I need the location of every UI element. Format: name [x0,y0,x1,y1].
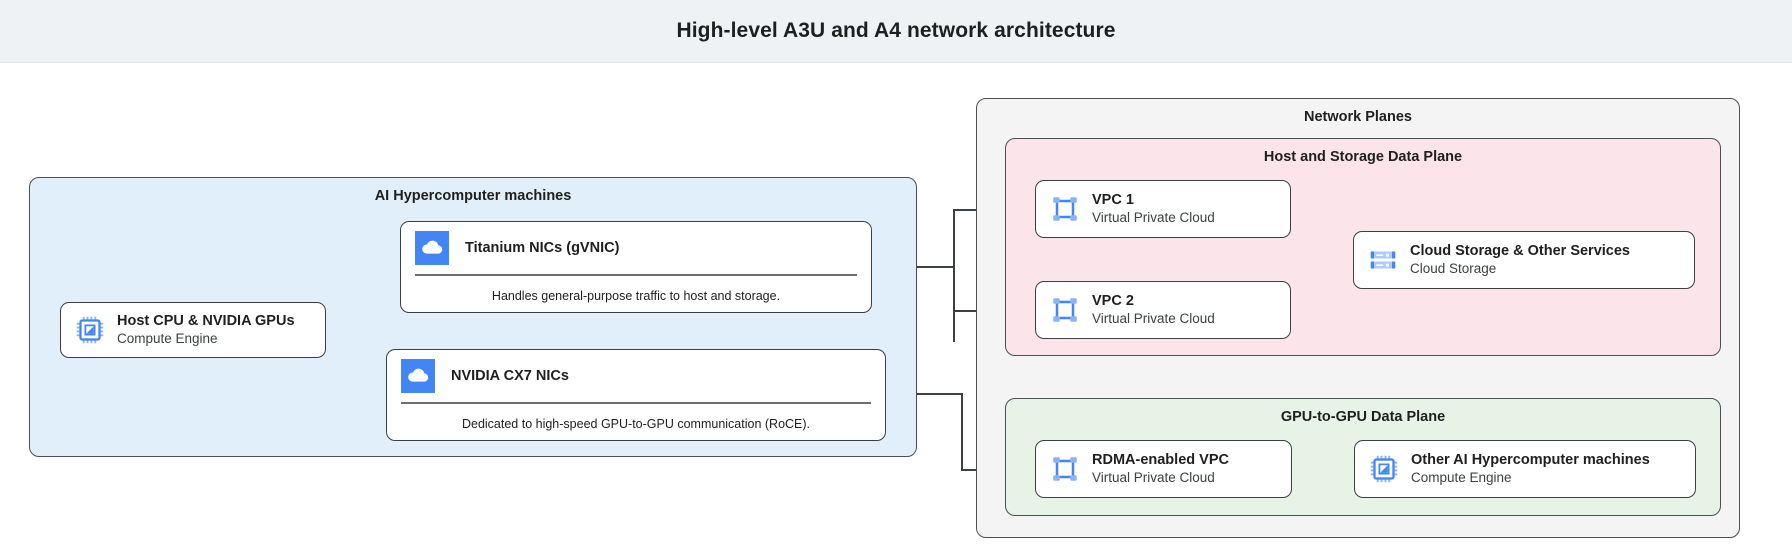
node-cloud-storage[interactable]: Cloud Storage & Other Services Cloud Sto… [1353,231,1695,289]
card-divider [415,274,857,276]
card-divider [401,402,871,404]
node-subtitle: Compute Engine [117,331,218,347]
node-nvidia-cx7-nics[interactable]: NVIDIA CX7 NICs Dedicated to high-speed … [386,349,886,441]
group-title-host-storage-data-plane: Host and Storage Data Plane [1263,149,1463,165]
node-other-ai-hypercomputer-machines[interactable]: Other AI Hypercomputer machines Compute … [1354,440,1696,498]
vpc-icon [1050,454,1080,484]
cloud-icon [415,231,449,265]
node-title: VPC 1 [1092,192,1134,209]
node-title: Titanium NICs (gVNIC) [465,240,620,256]
connector-titanium-split [953,209,955,342]
vpc-icon [1050,194,1080,224]
node-vpc-2[interactable]: VPC 2 Virtual Private Cloud [1035,281,1291,339]
page-header: High-level A3U and A4 network architectu… [0,0,1792,63]
page-title: High-level A3U and A4 network architectu… [676,19,1116,42]
connector-cx7-down [961,393,963,470]
node-title: Host CPU & NVIDIA GPUs [117,313,295,330]
node-caption: Handles general-purpose traffic to host … [491,288,781,303]
node-rdma-enabled-vpc[interactable]: RDMA-enabled VPC Virtual Private Cloud [1035,440,1292,498]
vpc-icon [1050,295,1080,325]
node-subtitle: Virtual Private Cloud [1092,311,1215,327]
storage-icon [1368,245,1398,275]
connector-cx7-out [886,393,963,395]
node-vpc-1[interactable]: VPC 1 Virtual Private Cloud [1035,180,1291,238]
node-header: NVIDIA CX7 NICs [387,350,885,402]
node-subtitle: Cloud Storage [1410,261,1497,277]
cpu-chip-icon [1369,454,1399,484]
node-subtitle: Virtual Private Cloud [1092,210,1215,226]
group-title-gpu-to-gpu-data-plane: GPU-to-GPU Data Plane [1280,409,1446,425]
node-title: Cloud Storage & Other Services [1410,243,1630,260]
group-title-network-planes: Network Planes [1304,109,1412,125]
node-titanium-nics[interactable]: Titanium NICs (gVNIC) Handles general-pu… [400,221,872,313]
cpu-chip-icon [75,315,105,345]
node-caption: Dedicated to high-speed GPU-to-GPU commu… [461,416,811,431]
node-title: VPC 2 [1092,293,1134,310]
node-header: Titanium NICs (gVNIC) [401,222,871,274]
node-subtitle: Virtual Private Cloud [1092,470,1215,486]
cloud-icon [401,359,435,393]
node-subtitle: Compute Engine [1411,470,1512,486]
node-title: NVIDIA CX7 NICs [451,368,569,384]
node-title: Other AI Hypercomputer machines [1411,452,1650,469]
group-title-ai-hypercomputer-machines: AI Hypercomputer machines [374,188,572,204]
node-host-cpu-gpus[interactable]: Host CPU & NVIDIA GPUs Compute Engine [60,302,326,358]
node-title: RDMA-enabled VPC [1092,452,1229,469]
